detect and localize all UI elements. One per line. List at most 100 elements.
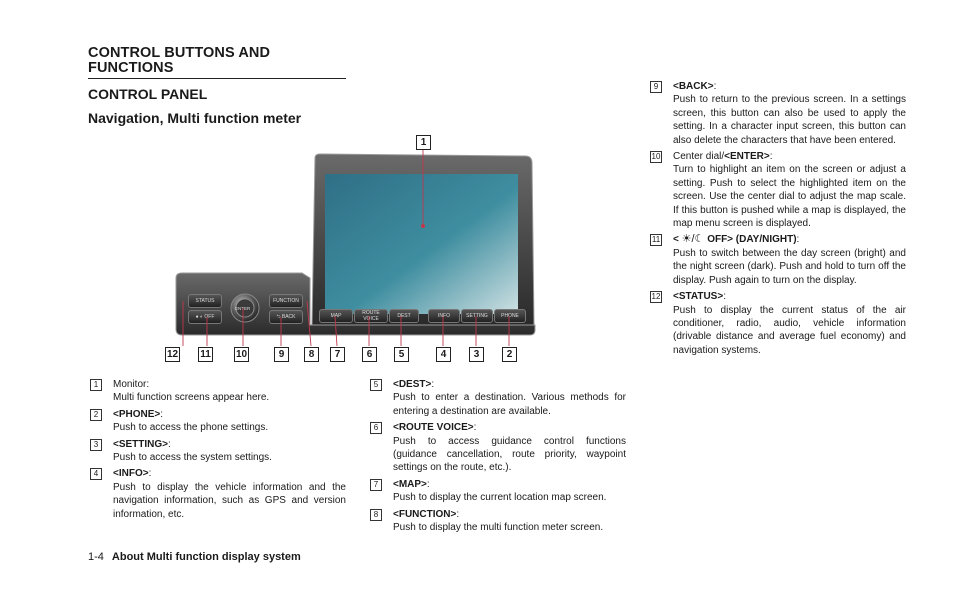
section-title: CONTROL BUTTONS AND FUNCTIONS	[88, 46, 346, 79]
callout-1: 1	[416, 135, 431, 150]
setting-button[interactable]: SETTING	[461, 309, 493, 323]
item-title: <ROUTE VOICE>	[393, 422, 474, 434]
item-heading: Monitor:	[90, 378, 346, 391]
subheading: Navigation, Multi function meter	[88, 110, 302, 126]
item-plain: :	[723, 291, 726, 303]
phone-button[interactable]: PHONE	[494, 309, 526, 323]
list-item: 8 <FUNCTION>: Push to display the multi …	[370, 508, 626, 535]
item-title: <DEST>	[393, 379, 432, 390]
list-item: 9 <BACK>: Push to return to the previous…	[650, 80, 906, 147]
back-button[interactable]: ⮌ BACK	[269, 310, 303, 324]
back-label: BACK	[281, 314, 296, 320]
item-number: 6	[370, 422, 382, 435]
list-item: 11 < ☀/☾ OFF> (DAY/NIGHT): Push to switc…	[650, 233, 906, 287]
item-heading: <BACK>:	[650, 80, 906, 93]
item-title: <SETTING>	[113, 438, 169, 450]
list-item: 2 <PHONE>: Push to access the phone sett…	[90, 408, 346, 435]
item-title: <BACK>	[673, 81, 714, 92]
item-description: Multi function screens appear here.	[113, 392, 270, 404]
column-middle: 5 <DEST>: Push to enter a destination. V…	[370, 378, 626, 537]
item-number: 11	[650, 234, 662, 247]
item-plain: :	[148, 468, 152, 480]
item-plain: :	[160, 408, 164, 420]
item-number: 1	[90, 379, 102, 391]
callout-dot	[421, 224, 425, 228]
item-plain: :	[769, 151, 773, 163]
item-description: Push to access the phone settings.	[113, 422, 269, 434]
item-heading: <ROUTE VOICE>:	[370, 421, 626, 434]
list-item: 12 <STATUS>: Push to display the current…	[650, 290, 906, 357]
subsection-title: CONTROL PANEL	[88, 86, 208, 102]
item-description: Turn to highlight an item on the screen …	[673, 164, 906, 230]
item-title: <INFO>	[113, 468, 149, 480]
item-title: <FUNCTION>	[393, 508, 457, 520]
callout-6: 6	[362, 347, 377, 362]
callout-12: 12	[165, 347, 180, 362]
item-plain: :	[456, 508, 460, 520]
item-description: Push to display the multi function meter…	[393, 522, 604, 534]
control-panel-illustration	[175, 153, 536, 336]
map-button[interactable]: MAP	[319, 309, 353, 323]
list-item: 5 <DEST>: Push to enter a destination. V…	[370, 378, 626, 418]
voice-label: VOICE	[363, 316, 379, 322]
item-number: 2	[90, 408, 102, 421]
dest-button[interactable]: DEST	[389, 309, 419, 323]
item-title: <ENTER>	[724, 151, 770, 163]
item-title: <MAP>	[393, 478, 427, 490]
item-number: 7	[370, 478, 382, 491]
info-button[interactable]: INFO	[428, 309, 460, 323]
item-number: 9	[650, 81, 662, 93]
item-description: Push to enter a destination. Various met…	[393, 392, 626, 417]
list-item: 7 <MAP>: Push to display the current loc…	[370, 478, 626, 505]
callout-7: 7	[330, 347, 345, 362]
item-plain: :	[168, 438, 171, 450]
item-description: Push to display the current status of th…	[673, 304, 906, 356]
list-item: 3 <SETTING>: Push to access the system s…	[90, 438, 346, 465]
item-title: OFF> (DAY/NIGHT)	[707, 234, 797, 246]
item-description: Push to display the vehicle information …	[113, 481, 346, 520]
item-number: 10	[650, 151, 662, 164]
item-heading: < ☀/☾ OFF> (DAY/NIGHT):	[650, 233, 906, 246]
item-number: 12	[650, 291, 662, 304]
item-number: 5	[370, 379, 382, 391]
off-label: OFF	[204, 314, 215, 320]
callout-5: 5	[394, 347, 409, 362]
item-plain: :	[431, 379, 435, 390]
item-plain: :	[426, 478, 430, 490]
item-heading: <PHONE>:	[90, 408, 346, 421]
day-night-icon: ☀/☾	[681, 233, 705, 246]
item-description: Push to switch between the day screen (b…	[673, 247, 906, 286]
list-item: 4 <INFO>: Push to display the vehicle in…	[90, 467, 346, 521]
item-description: Push to display the current location map…	[393, 492, 607, 504]
item-number: 3	[90, 438, 102, 451]
callout-3: 3	[469, 347, 484, 362]
control-panel-figure: STATUS ● ◐ OFF ENTER FUNCTION ⮌ BACK MAP…	[165, 130, 565, 370]
item-heading: <INFO>:	[90, 467, 346, 480]
status-button[interactable]: STATUS	[188, 294, 222, 308]
item-number: 8	[370, 508, 382, 521]
list-item: 10 Center dial/<ENTER>: Turn to highligh…	[650, 150, 906, 230]
leader-lines	[182, 146, 510, 347]
item-heading: <SETTING>:	[90, 438, 346, 451]
page-number: 1-4	[88, 551, 104, 563]
callout-10: 10	[234, 347, 249, 362]
list-item: 1 Monitor: Multi function screens appear…	[90, 378, 346, 405]
item-plain: :	[473, 422, 477, 434]
item-heading: <MAP>:	[370, 478, 626, 491]
item-number: 4	[90, 468, 102, 481]
day-night-off-button[interactable]: ● ◐ OFF	[188, 310, 222, 324]
route-label: ROUTE	[362, 310, 380, 316]
list-item: 6 <ROUTE VOICE>: Push to access guidance…	[370, 421, 626, 475]
item-description: Push to access guidance control function…	[393, 435, 626, 474]
item-title: <PHONE>	[113, 408, 161, 420]
callout-11: 11	[198, 347, 213, 362]
item-plain: Monitor:	[113, 379, 150, 390]
item-description: Push to return to the previous screen. I…	[673, 94, 906, 146]
item-heading: <DEST>:	[370, 378, 626, 391]
item-plain: :	[796, 234, 800, 246]
item-heading: <FUNCTION>:	[370, 508, 626, 521]
function-button[interactable]: FUNCTION	[269, 294, 303, 308]
item-title: <STATUS>	[673, 291, 724, 303]
